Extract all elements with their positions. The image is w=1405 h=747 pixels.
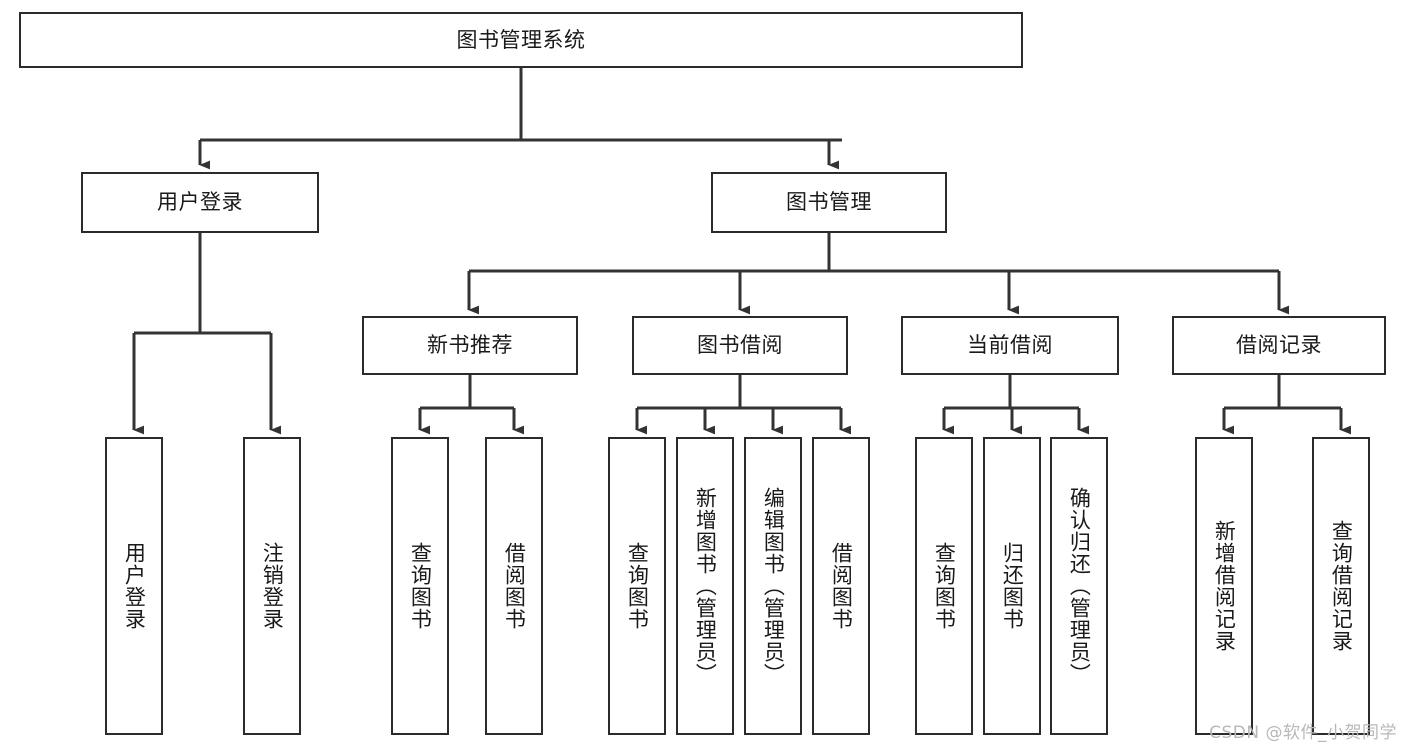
leaf-borrow-book[interactable]: 借阅图书 — [812, 437, 870, 735]
leaf-query-book-recommend-label: 查询图书 — [408, 542, 433, 630]
leaf-return-book-label: 归还图书 — [1000, 542, 1025, 630]
node-book-borrow[interactable]: 图书借阅 — [632, 316, 848, 375]
leaf-user-login[interactable]: 用户登录 — [105, 437, 163, 735]
leaf-confirm-return-admin-label: 确认归还（管理员） — [1067, 487, 1092, 685]
node-borrow-record-label: 借阅记录 — [1236, 333, 1322, 358]
leaf-query-book-borrow[interactable]: 查询图书 — [608, 437, 666, 735]
leaf-query-borrow-record-label: 查询借阅记录 — [1329, 520, 1354, 652]
leaf-user-login-label: 用户登录 — [122, 542, 147, 630]
leaf-add-borrow-record[interactable]: 新增借阅记录 — [1195, 437, 1253, 735]
leaf-query-book-recommend[interactable]: 查询图书 — [391, 437, 449, 735]
node-user-login[interactable]: 用户登录 — [81, 172, 319, 233]
leaf-query-book-current-label: 查询图书 — [932, 542, 957, 630]
leaf-edit-book-admin[interactable]: 编辑图书（管理员） — [744, 437, 802, 735]
node-user-login-label: 用户登录 — [157, 190, 243, 215]
node-new-book-recommend[interactable]: 新书推荐 — [362, 316, 578, 375]
leaf-add-borrow-record-label: 新增借阅记录 — [1212, 520, 1237, 652]
leaf-query-book-borrow-label: 查询图书 — [625, 542, 650, 630]
leaf-add-book-admin[interactable]: 新增图书（管理员） — [676, 437, 734, 735]
leaf-confirm-return-admin[interactable]: 确认归还（管理员） — [1050, 437, 1108, 735]
leaf-add-book-admin-label: 新增图书（管理员） — [693, 487, 718, 685]
node-current-borrow[interactable]: 当前借阅 — [901, 316, 1119, 375]
leaf-query-borrow-record[interactable]: 查询借阅记录 — [1312, 437, 1370, 735]
node-current-borrow-label: 当前借阅 — [967, 333, 1053, 358]
leaf-logout-label: 注销登录 — [260, 542, 285, 630]
leaf-edit-book-admin-label: 编辑图书（管理员） — [761, 487, 786, 685]
node-new-book-recommend-label: 新书推荐 — [427, 333, 513, 358]
leaf-borrow-book-label: 借阅图书 — [829, 542, 854, 630]
node-book-manage-label: 图书管理 — [786, 190, 872, 215]
node-book-borrow-label: 图书借阅 — [697, 333, 783, 358]
leaf-return-book[interactable]: 归还图书 — [983, 437, 1041, 735]
node-root-label: 图书管理系统 — [456, 27, 586, 52]
node-root-system[interactable]: 图书管理系统 — [19, 12, 1023, 68]
leaf-query-book-current[interactable]: 查询图书 — [915, 437, 973, 735]
leaf-logout[interactable]: 注销登录 — [243, 437, 301, 735]
node-borrow-record[interactable]: 借阅记录 — [1172, 316, 1386, 375]
leaf-borrow-book-recommend-label: 借阅图书 — [502, 542, 527, 630]
leaf-borrow-book-recommend[interactable]: 借阅图书 — [485, 437, 543, 735]
node-book-manage[interactable]: 图书管理 — [711, 172, 947, 233]
